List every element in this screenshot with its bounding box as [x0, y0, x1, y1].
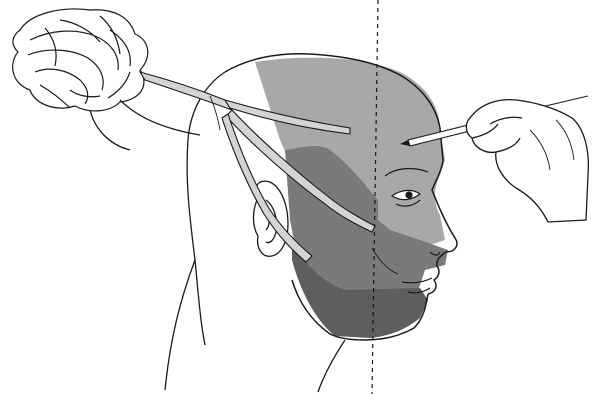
hand [466, 100, 588, 222]
shaded-regions [255, 58, 448, 338]
hair-bun [13, 9, 148, 111]
